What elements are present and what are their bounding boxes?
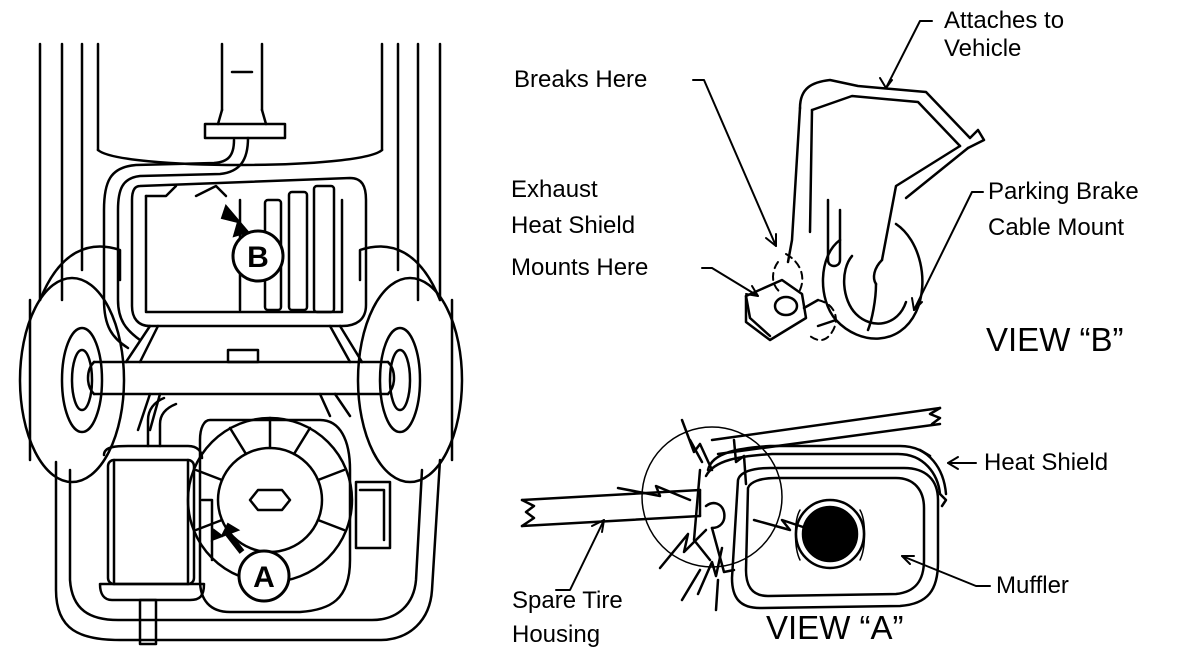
label-spare-tire-line1: Spare Tire xyxy=(512,587,623,614)
label-exhaust-line3: Mounts Here xyxy=(511,254,649,281)
label-heat-shield: Heat Shield xyxy=(984,449,1109,476)
label-parking-brake-line1: Parking Brake xyxy=(988,178,1139,205)
view-b-title: VIEW “B” xyxy=(986,321,1124,358)
callout-arrow-a xyxy=(212,524,242,552)
label-exhaust-line1: Exhaust xyxy=(511,176,598,203)
callout-a-letter: A xyxy=(253,561,275,594)
label-attaches-to-line2: Vehicle xyxy=(944,35,1022,62)
label-attaches-to-line1: Attaches to xyxy=(944,7,1065,34)
callout-b: B xyxy=(233,231,283,281)
view-a-title: VIEW “A” xyxy=(766,609,904,646)
vehicle-underside-illustration xyxy=(20,44,462,644)
label-spare-tire-line2: Housing xyxy=(512,621,601,648)
break-line-dashed xyxy=(773,254,836,340)
label-exhaust-line2: Heat Shield xyxy=(511,212,636,239)
parking-brake-bracket-illustration xyxy=(746,80,984,340)
muffler-heat-shield-illustration xyxy=(522,408,946,610)
label-parking-brake-line2: Cable Mount xyxy=(988,214,1125,241)
leader-lines xyxy=(556,21,990,590)
callout-a: A xyxy=(239,551,289,601)
callout-b-letter: B xyxy=(247,241,269,274)
label-muffler: Muffler xyxy=(996,572,1069,599)
label-breaks-here: Breaks Here xyxy=(514,66,648,93)
